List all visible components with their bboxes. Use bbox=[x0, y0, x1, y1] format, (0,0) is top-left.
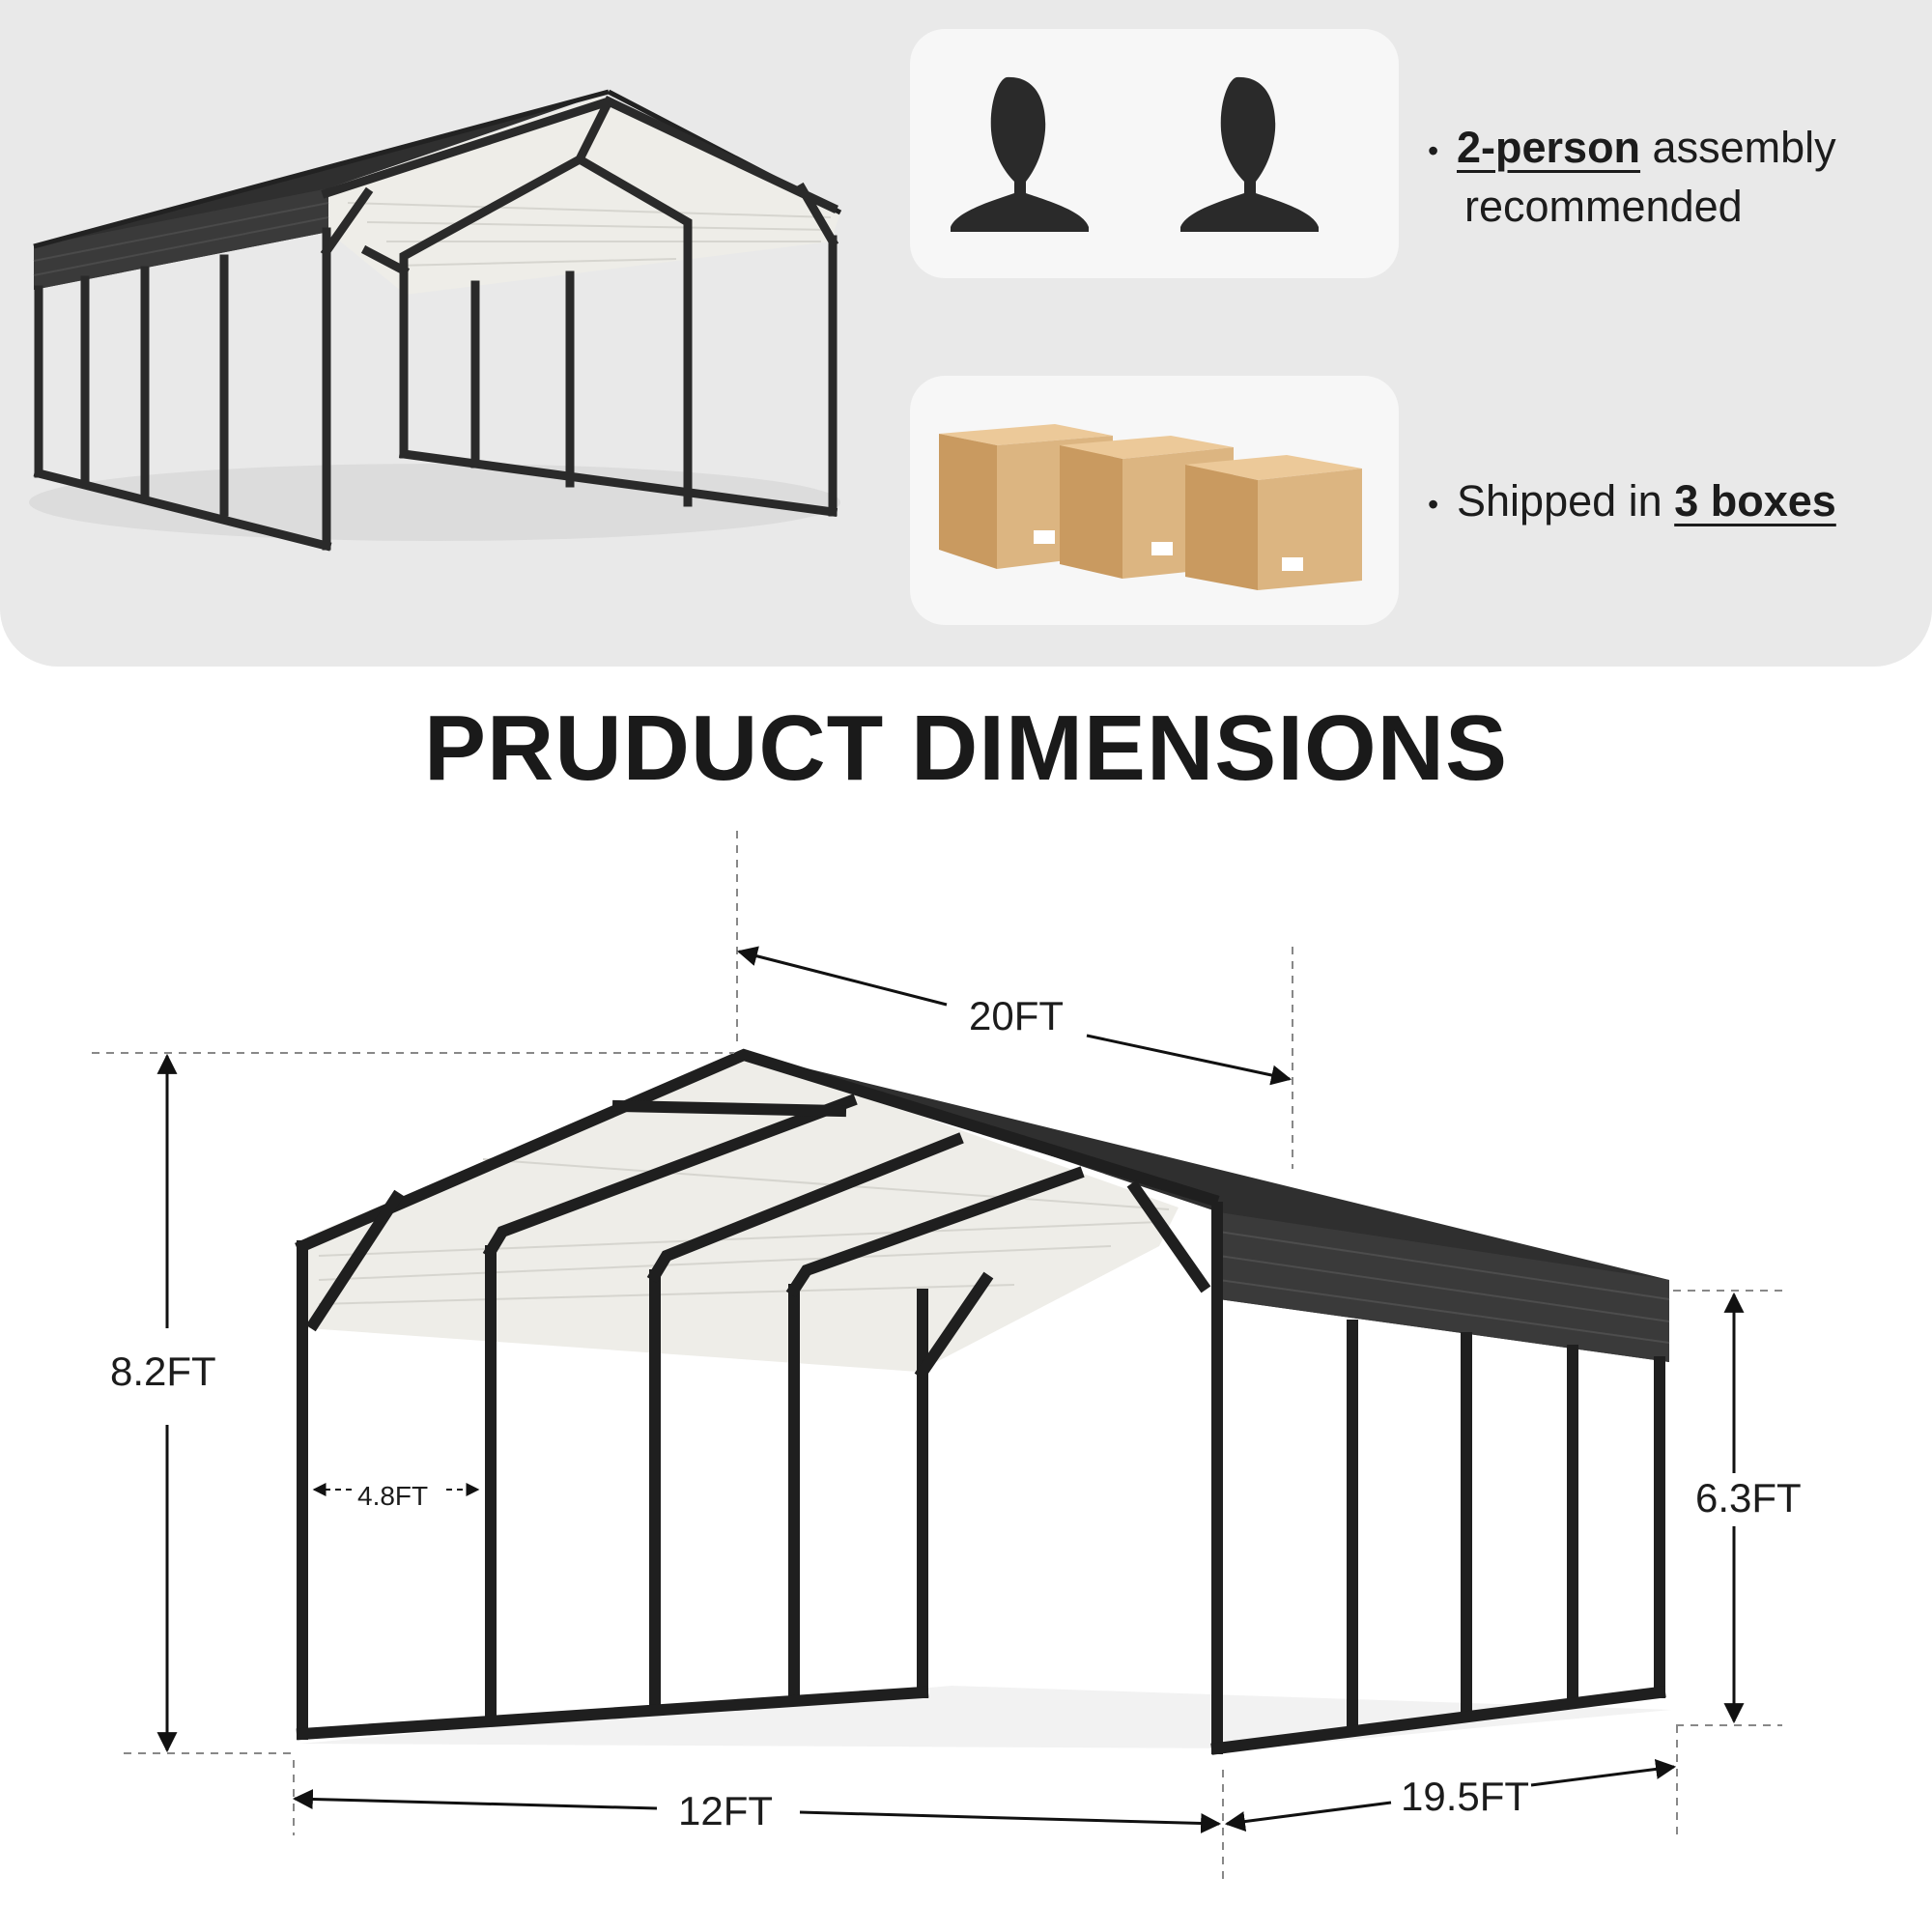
assembly-line2: recommended bbox=[1464, 182, 1743, 232]
person-silhouette-icon bbox=[1180, 76, 1319, 232]
height-side-label: 6.3FT bbox=[1695, 1475, 1802, 1520]
shipping-prefix: Shipped in bbox=[1457, 476, 1675, 526]
assembly-rest: assembly bbox=[1640, 123, 1836, 172]
page-title: PRUDUCT DIMENSIONS bbox=[423, 696, 1509, 800]
assembly-card bbox=[910, 29, 1399, 278]
width-front-label: 12FT bbox=[678, 1788, 774, 1833]
top-panel: • 2-person assembly recommended bbox=[0, 0, 1932, 667]
length-top-label: 20FT bbox=[969, 993, 1065, 1038]
length-base-arrow bbox=[1224, 1801, 1392, 1832]
height-peak-label: 8.2FT bbox=[110, 1349, 216, 1394]
length-base-label: 19.5FT bbox=[1401, 1774, 1530, 1819]
bullet-icon: • bbox=[1428, 487, 1439, 523]
shipping-feature: • Shipped in 3 boxes bbox=[1428, 473, 1911, 532]
carport-hero-image bbox=[29, 89, 842, 552]
cardboard-box-icon bbox=[1185, 455, 1362, 590]
shipping-card bbox=[910, 376, 1399, 625]
bay-spacing-label: 4.8FT bbox=[357, 1481, 429, 1511]
shipping-highlight: 3 boxes bbox=[1674, 476, 1836, 526]
length-top-arrow bbox=[736, 946, 948, 1007]
person-silhouette-icon bbox=[951, 76, 1089, 232]
assembly-feature: • 2-person assembly recommended bbox=[1428, 120, 1911, 235]
assembly-highlight: 2-person bbox=[1457, 123, 1641, 172]
width-front-arrow bbox=[292, 1789, 658, 1810]
bullet-icon: • bbox=[1428, 133, 1439, 169]
